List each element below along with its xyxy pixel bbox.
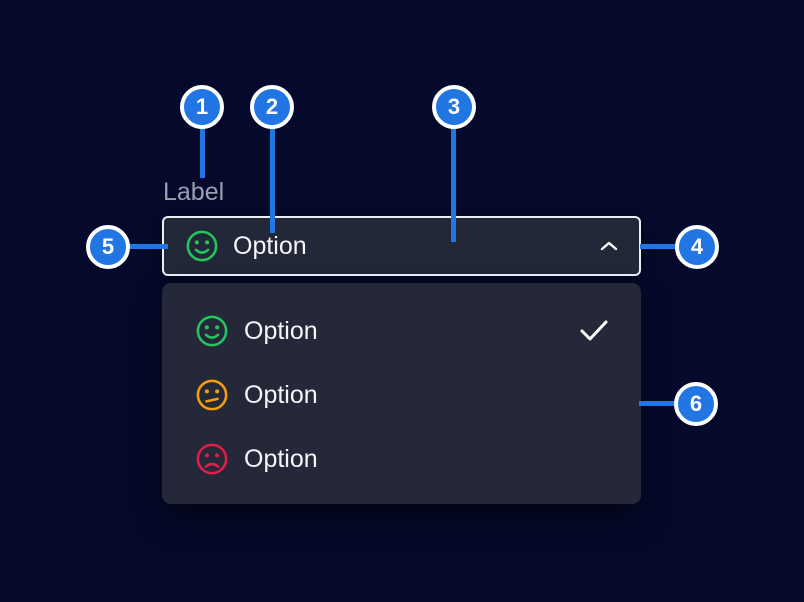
callout-badge-4: 4 <box>675 225 719 269</box>
callout-badge-5: 5 <box>86 225 130 269</box>
callout-badge-6: 6 <box>674 382 718 426</box>
callout-line-4 <box>640 244 676 249</box>
face-happy-icon <box>185 229 219 263</box>
select-trigger[interactable]: Option <box>162 216 641 276</box>
callout-badge-2: 2 <box>250 85 294 129</box>
face-sad-icon <box>195 442 229 476</box>
callout-badge-1: 1 <box>180 85 224 129</box>
checkmark-icon <box>578 318 610 344</box>
menu-item-label: Option <box>244 316 318 345</box>
face-neutral-icon <box>195 378 229 412</box>
select-selected-value: Option <box>233 231 307 260</box>
select-dropdown-menu: Option Option <box>162 283 641 504</box>
callout-line-1 <box>200 127 205 178</box>
menu-item-neutral[interactable]: Option <box>162 363 641 427</box>
menu-item-label: Option <box>244 444 318 473</box>
face-happy-icon <box>195 314 229 348</box>
callout-line-5 <box>127 244 168 249</box>
callout-line-6 <box>639 401 676 406</box>
select-field-label: Label <box>163 178 225 206</box>
menu-item-negative[interactable]: Option <box>162 427 641 491</box>
chevron-up-icon <box>597 234 621 258</box>
menu-item-label: Option <box>244 380 318 409</box>
callout-badge-3: 3 <box>432 85 476 129</box>
callout-line-3 <box>451 127 456 242</box>
callout-line-2 <box>270 127 275 233</box>
menu-item-positive[interactable]: Option <box>162 299 641 363</box>
